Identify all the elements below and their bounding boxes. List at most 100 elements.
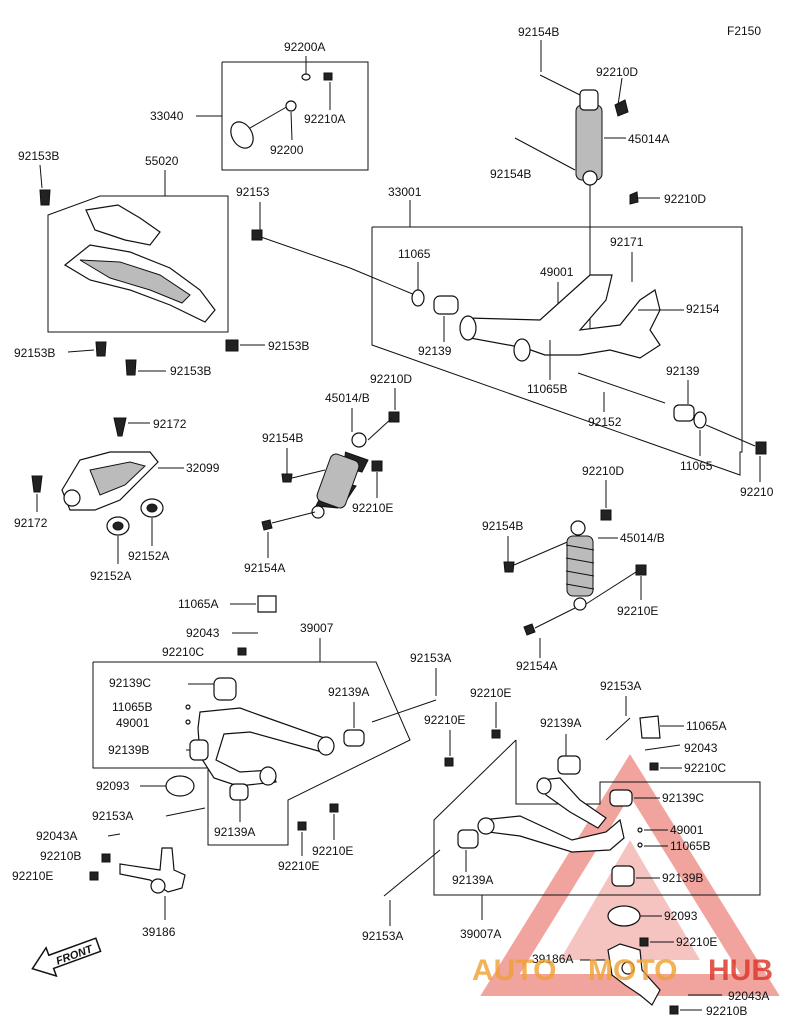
label-92210E: 92210E xyxy=(470,686,511,700)
label-92153A: 92153A xyxy=(92,809,133,823)
kit-box-33001 xyxy=(371,226,743,476)
bushing-11065A xyxy=(257,595,277,613)
label-92153: 92153 xyxy=(236,185,270,199)
swingarm-33001 xyxy=(459,274,661,362)
a-arm-39007 xyxy=(197,707,335,787)
label-92200: 92200 xyxy=(270,143,304,157)
seal-92093 xyxy=(607,905,641,927)
label-92139A: 92139A xyxy=(452,873,493,887)
label-92210: 92210 xyxy=(740,485,774,499)
front-shock-left xyxy=(311,417,393,519)
skid-plate-55020 xyxy=(63,204,216,323)
label-92139C: 92139C xyxy=(662,791,704,805)
label-45014B: 45014/B xyxy=(620,531,665,545)
label-92152A: 92152A xyxy=(128,549,169,563)
label-92139A: 92139A xyxy=(540,716,581,730)
label-92210E: 92210E xyxy=(676,935,717,949)
label-49001: 49001 xyxy=(540,265,574,279)
label-92093: 92093 xyxy=(664,909,698,923)
tow-hook-33040 xyxy=(230,72,333,149)
label-92154B: 92154B xyxy=(262,431,303,445)
label-92210E: 92210E xyxy=(278,859,319,873)
label-45014B: 45014/B xyxy=(325,391,370,405)
label-49001: 49001 xyxy=(670,823,704,837)
label-92154B: 92154B xyxy=(490,167,531,181)
label-92200A: 92200A xyxy=(284,40,325,54)
knuckle-39186A xyxy=(607,943,661,1006)
label-92154A: 92154A xyxy=(516,659,557,673)
label-92210E: 92210E xyxy=(312,844,353,858)
label-33001: 33001 xyxy=(388,185,422,199)
watermark-auto: AUTO xyxy=(472,954,556,987)
label-92139A: 92139A xyxy=(328,685,369,699)
label-11065: 11065 xyxy=(398,247,431,261)
label-92152: 92152 xyxy=(588,415,622,429)
kit-box-55020 xyxy=(47,195,229,333)
label-39007A: 39007A xyxy=(460,927,501,941)
label-92043: 92043 xyxy=(186,626,220,640)
label-92153B: 92153B xyxy=(170,364,211,378)
label-92093: 92093 xyxy=(96,779,130,793)
watermark-hub: HUB xyxy=(708,954,773,987)
label-92172: 92172 xyxy=(153,417,187,431)
label-92139: 92139 xyxy=(666,364,700,378)
label-92139: 92139 xyxy=(418,344,452,358)
label-92210B: 92210B xyxy=(40,849,81,863)
label-92210E: 92210E xyxy=(12,869,53,883)
label-32099: 32099 xyxy=(186,461,220,475)
bushing-92139 xyxy=(433,295,459,315)
label-92153A: 92153A xyxy=(600,679,641,693)
label-11065A: 11065A xyxy=(686,719,726,733)
label-92210B: 92210B xyxy=(706,1004,747,1018)
label-11065B: 11065B xyxy=(670,839,710,853)
label-55020: 55020 xyxy=(145,154,179,168)
label-92152A: 92152A xyxy=(90,569,131,583)
label-92210C: 92210C xyxy=(684,761,726,775)
kit-box-39007 xyxy=(92,661,411,846)
label-92171: 92171 xyxy=(610,235,644,249)
label-11065A: 11065A xyxy=(178,597,218,611)
label-92210D: 92210D xyxy=(582,464,624,478)
label-92210D: 92210D xyxy=(596,65,638,79)
label-92172: 92172 xyxy=(14,516,48,530)
front-direction-arrow: FRONT xyxy=(31,937,102,978)
a-arm-39007A xyxy=(477,777,625,853)
label-11065B: 11065B xyxy=(527,382,567,396)
label-92043A: 92043A xyxy=(36,829,77,843)
label-92210C: 92210C xyxy=(162,645,204,659)
label-39007: 39007 xyxy=(300,621,334,635)
label-92210E: 92210E xyxy=(617,604,658,618)
label-92139A: 92139A xyxy=(214,825,255,839)
label-92043A: 92043A xyxy=(728,989,769,1003)
knuckle-39186 xyxy=(119,847,186,894)
guard-32099 xyxy=(61,451,159,511)
label-92153B: 92153B xyxy=(268,339,309,353)
label-92210A: 92210A xyxy=(304,112,345,126)
label-92139B: 92139B xyxy=(108,743,149,757)
bushing-11065A xyxy=(639,715,661,739)
label-39186A: 39186A xyxy=(532,952,573,966)
label-39186: 39186 xyxy=(142,925,176,939)
label-92210E: 92210E xyxy=(424,713,465,727)
label-92153A: 92153A xyxy=(362,929,403,943)
rear-shock-45014A xyxy=(514,74,660,330)
label-11065B: 11065B xyxy=(112,700,152,714)
label-92139C: 92139C xyxy=(109,676,151,690)
label-33040: 33040 xyxy=(150,109,184,123)
bushing-92139C xyxy=(213,677,237,701)
figure-code: F2150 xyxy=(727,24,761,38)
label-92210D: 92210D xyxy=(664,192,706,206)
grommets-92152A xyxy=(106,498,164,536)
label-92154B: 92154B xyxy=(482,519,523,533)
label-92153B: 92153B xyxy=(18,149,59,163)
label-92139B: 92139B xyxy=(662,871,703,885)
front-shock-right xyxy=(565,520,595,611)
label-45014A: 45014A xyxy=(628,132,669,146)
seal-92093 xyxy=(165,775,195,797)
label-92154A: 92154A xyxy=(244,561,285,575)
label-92153A: 92153A xyxy=(410,651,451,665)
watermark-text: AUTO MOTO HUB xyxy=(472,954,773,987)
label-92154: 92154 xyxy=(686,302,720,316)
watermark-moto: MOTO xyxy=(588,954,677,987)
